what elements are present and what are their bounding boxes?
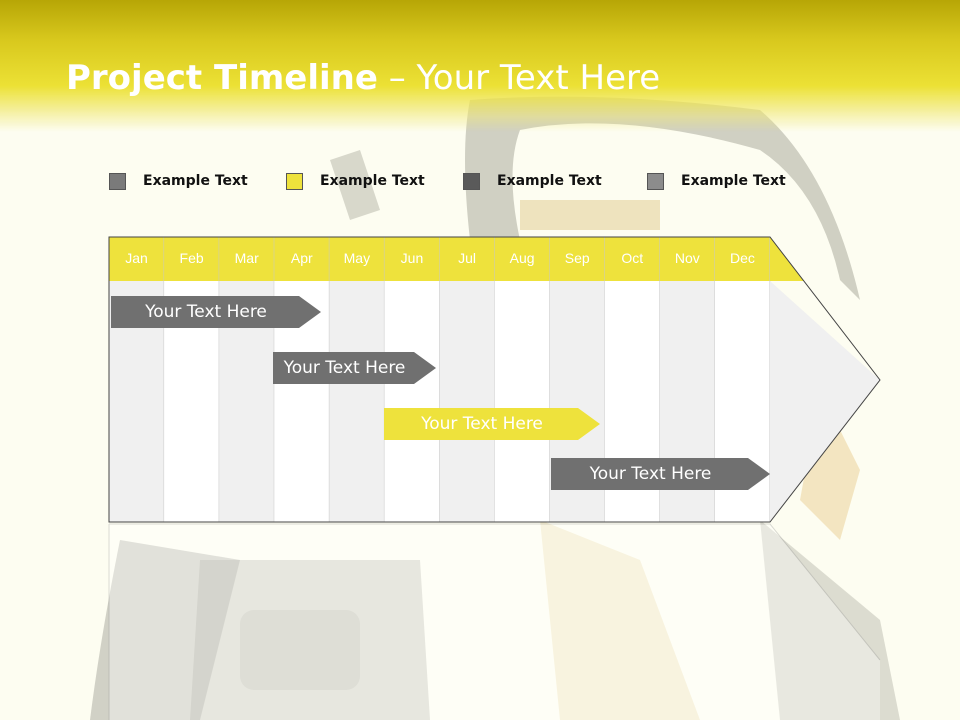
- legend-item-1: Example Text: [109, 170, 248, 192]
- month-columns: [109, 237, 771, 522]
- legend-swatch-yellow: [286, 172, 303, 190]
- legend-item-2: Example Text: [286, 170, 425, 192]
- month-column: [329, 281, 385, 522]
- legend-label: Example Text: [143, 173, 248, 189]
- month-header-cell: [714, 237, 770, 281]
- title-bold: Project Timeline: [66, 58, 378, 98]
- legend-label: Example Text: [320, 173, 425, 189]
- month-header-cell: [549, 237, 605, 281]
- month-label-feb: Feb: [179, 250, 204, 266]
- timeline-reflection: [108, 523, 881, 720]
- month-column: [384, 281, 440, 522]
- legend-item-3: Example Text: [463, 170, 602, 192]
- header-band: [0, 0, 960, 132]
- month-label-aug: Aug: [509, 250, 535, 266]
- task-bar-2[interactable]: Your Text Here: [273, 352, 436, 384]
- month-header-cell: [659, 237, 715, 281]
- task-bar-3[interactable]: Your Text Here: [384, 408, 600, 440]
- slide-title: Project Timeline – Your Text Here: [66, 58, 660, 98]
- task-bar-label: Your Text Here: [589, 464, 712, 484]
- month-header-cell: [494, 237, 550, 281]
- legend-swatch-gray: [109, 172, 126, 190]
- month-label-jun: Jun: [400, 250, 424, 266]
- month-column: [439, 281, 495, 522]
- month-label-dec: Dec: [729, 250, 755, 266]
- month-header-cell: [219, 237, 275, 281]
- legend-swatch-dark: [463, 172, 480, 190]
- month-label-may: May: [343, 250, 371, 266]
- task-bar-4[interactable]: Your Text Here: [551, 458, 770, 490]
- month-header-cell: [109, 237, 165, 281]
- month-label-oct: Oct: [621, 250, 644, 266]
- month-header-cell: [329, 237, 385, 281]
- month-label-jan: Jan: [125, 250, 148, 266]
- legend-item-4: Example Text: [647, 170, 786, 192]
- month-header-cell: [604, 237, 660, 281]
- task-bar-label: Your Text Here: [421, 414, 543, 434]
- task-bar-label: Your Text Here: [283, 358, 406, 378]
- month-label-sep: Sep: [564, 250, 590, 266]
- month-label-jul: Jul: [458, 250, 476, 266]
- timeline-arrow-head: [770, 281, 880, 522]
- legend-label: Example Text: [497, 173, 602, 189]
- month-label-apr: Apr: [290, 250, 313, 266]
- month-header-cell: [164, 237, 220, 281]
- timeline-outline: [108, 236, 881, 523]
- legend-label: Example Text: [681, 173, 786, 189]
- month-label-mar: Mar: [234, 250, 259, 266]
- task-bar-label: Your Text Here: [145, 302, 267, 322]
- task-bar-1[interactable]: Your Text Here: [111, 296, 321, 328]
- month-label-nov: Nov: [674, 250, 700, 266]
- month-header-cell: [384, 237, 440, 281]
- month-header-cell: [439, 237, 495, 281]
- title-rest: – Your Text Here: [377, 58, 661, 98]
- legend-swatch-gray: [647, 172, 664, 190]
- month-column: [494, 281, 550, 522]
- month-header-cell: [274, 237, 330, 281]
